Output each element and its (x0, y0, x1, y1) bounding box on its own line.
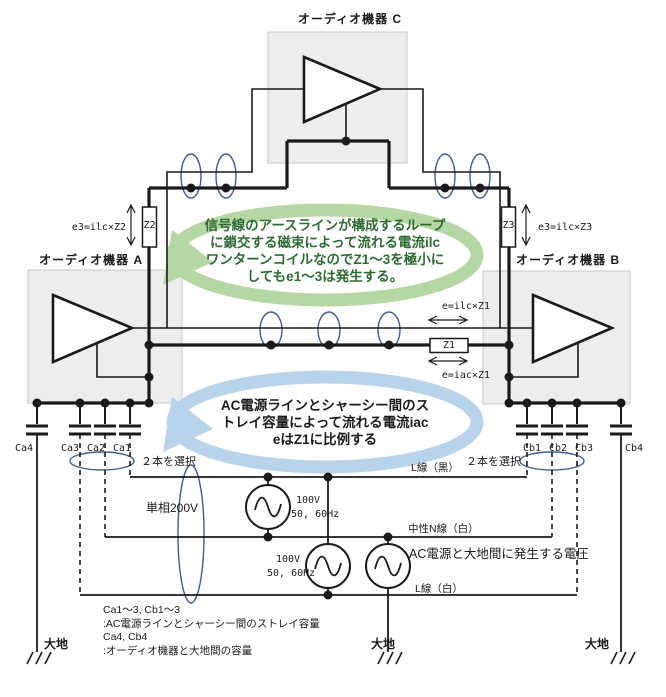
cap-label-cb1: Cb1 (523, 443, 542, 454)
green-loop-line: に鎖交する磁束によって流れる電流ilc (210, 235, 440, 250)
arrow-h-ac (427, 356, 469, 366)
phase-200v-ellipse (177, 464, 205, 604)
earth-icon-center (377, 651, 403, 665)
blue-loop-line: AC電源ラインとシャーシー間のス (220, 398, 430, 413)
amp-triangle-a (51, 293, 136, 364)
loop-rings (163, 203, 484, 474)
source1-freq: 50, 60Hz (291, 509, 340, 520)
cap-label-cb4: Cb4 (625, 443, 644, 454)
line-neutral-label: 中性N線（白） (408, 523, 479, 535)
earth-icon-left (26, 651, 52, 665)
phase-200v-label: 単相200V (146, 501, 199, 515)
legend-note-line: :オーディオ機器と大地間の容量 (103, 644, 253, 657)
impedance-z1-label: Z1 (442, 340, 456, 351)
source2-freq: 50, 60Hz (267, 568, 316, 579)
source2-voltage: 100V (276, 554, 301, 565)
sine-icon (314, 555, 342, 577)
cap-label-ca4: Ca4 (15, 443, 34, 454)
line-black-label: L線（黒） (411, 462, 459, 474)
legend-note-line: Ca1～3, Cb1～3 (103, 604, 181, 616)
measure-arrows (126, 203, 531, 366)
earth-icon-right (610, 651, 636, 665)
amplifiers (51, 55, 616, 364)
coil-icon (215, 153, 237, 199)
impedance-z2-box (141, 206, 158, 248)
select-ellipse-left (69, 451, 135, 471)
legend-notes: Ca1～3, Cb1～3 :AC電源ラインとシャーシー間のストレイ容量 Ca4,… (103, 604, 320, 658)
dashed-wires (79, 434, 578, 595)
green-loop-line: してもe1～3は発生する。 (246, 269, 404, 284)
coil-icon (469, 153, 491, 199)
formula-e-iac: e=iac×Z1 (441, 370, 490, 381)
legend-note-line: :AC電源ラインとシャーシー間のストレイ容量 (103, 617, 320, 630)
blue-loop-line: eはZ1に比例する (272, 432, 378, 447)
impedance-z2-label: Z2 (143, 220, 156, 231)
legend-note-line: Ca4, Cb4 (103, 631, 148, 643)
impedance-z1-box (429, 337, 469, 354)
blue-loop-arrowhead (163, 397, 213, 452)
device-c-title: オーディオ機器 C (297, 12, 403, 26)
earth-wires (36, 434, 622, 652)
formula-e-ilc: e=ilc×Z1 (441, 301, 490, 312)
impedance-z3-label: Z3 (502, 220, 515, 231)
ac-sources (245, 484, 411, 589)
earth-label-right: 大地 (585, 637, 610, 651)
device-a-title: オーディオ機器 A (39, 253, 144, 267)
blue-loop-line: トレイ容量によって流れる電流iac (221, 415, 429, 430)
green-loop-arrowhead (163, 230, 213, 285)
device-b-title: オーディオ機器 B (516, 253, 621, 267)
impedance-boxes (141, 206, 517, 354)
amp-triangle-c (302, 55, 384, 124)
source1-voltage: 100V (296, 495, 321, 506)
coil-icon (180, 153, 202, 199)
cap-label-ca2: Ca2 (87, 443, 106, 454)
junction-dots (32, 136, 626, 600)
cap-label-cb2: Cb2 (549, 443, 568, 454)
select-two-right-label: ２本を選択 (466, 456, 521, 468)
earth-symbols (26, 651, 636, 665)
green-loop-line: 信号線のアースラインが構成するループ (204, 218, 446, 233)
sine-icons (254, 496, 402, 577)
cap-label-ca3: Ca3 (61, 443, 80, 454)
cap-label-ca1: Ca1 (113, 443, 132, 454)
coil-icon (434, 153, 456, 199)
blue-loop-annotation: AC電源ラインとシャーシー間のス トレイ容量によって流れる電流iac eはZ1に… (175, 397, 475, 448)
green-loop-annotation: 信号線のアースラインが構成するループ に鎖交する磁束によって流れる電流ilc ワ… (175, 217, 475, 285)
earth-label-center: 大地 (371, 637, 396, 651)
earth-label-left: 大地 (44, 637, 69, 651)
source3-note: AC電源と大地間に発生する電圧 (409, 547, 589, 561)
select-two-left-label: ２本を選択 (141, 456, 196, 468)
sine-icon (374, 555, 402, 577)
formula-e3-z2: e3=ilc×Z2 (71, 222, 126, 233)
impedance-z3-box (500, 206, 517, 248)
line-white-label: L線（白） (415, 583, 463, 595)
signal-wires (96, 88, 579, 378)
cap-label-cb3: Cb3 (575, 443, 594, 454)
amp-triangle-b (531, 293, 616, 364)
arrow-v-right (521, 203, 531, 247)
arrow-h-signal (427, 315, 469, 325)
arrow-v-left (126, 203, 136, 247)
formula-e3-z3: e3=ilc×Z3 (538, 222, 593, 233)
green-loop-line: ワンターンコイルなのでZ1～3を極小に (205, 252, 445, 267)
sine-icon (254, 496, 282, 518)
